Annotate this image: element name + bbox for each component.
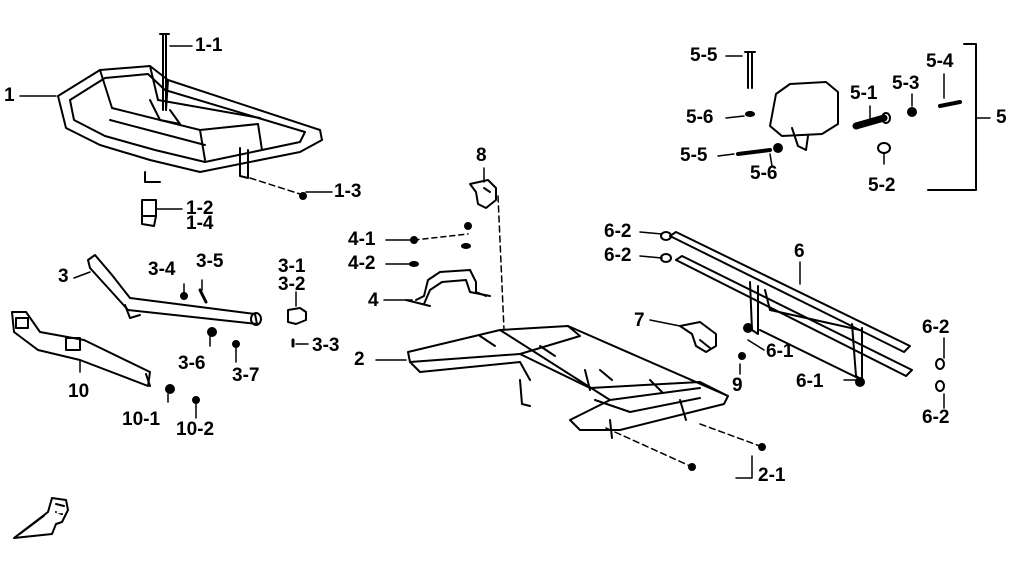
callout-5-5-top: 5-5 — [690, 45, 718, 66]
callout-3-6: 3-6 — [178, 353, 206, 374]
bolt-10-2 — [192, 396, 200, 404]
callout-10-2: 10-2 — [176, 419, 215, 440]
callout-5: 5 — [996, 107, 1007, 128]
callout-1-4: 1-4 — [186, 213, 214, 234]
pin-5-1 — [852, 112, 891, 130]
clamp-7 — [679, 321, 717, 353]
callout-3-5: 3-5 — [196, 251, 224, 272]
callout-6-2-c: 6-2 — [922, 317, 950, 338]
callout-1-3: 1-3 — [334, 181, 362, 202]
callout-3-7: 3-7 — [232, 365, 260, 386]
callout-6-2-d: 6-2 — [922, 407, 950, 428]
callout-10: 10 — [68, 381, 90, 402]
callout-3-4: 3-4 — [148, 259, 176, 280]
callout-5-1: 5-1 — [850, 83, 878, 104]
nut-3-6 — [207, 327, 217, 337]
callout-2-1: 2-1 — [758, 465, 786, 486]
bolt-9 — [738, 352, 746, 360]
leader-lines — [19, 45, 991, 479]
bolt-5-5-top — [744, 51, 756, 89]
callout-6-2-a: 6-2 — [604, 221, 632, 242]
callout-2: 2 — [354, 349, 365, 370]
clamp-8 — [469, 179, 505, 331]
callout-6-1-top: 6-1 — [766, 341, 794, 362]
front-rack — [57, 65, 323, 183]
washer-5-6-top — [745, 111, 755, 117]
callout-7: 7 — [634, 310, 645, 331]
callout-3-2: 3-2 — [278, 274, 306, 295]
washer-4-2 — [409, 243, 471, 267]
side-bracket-10 — [11, 311, 151, 387]
screw-3-5 — [198, 288, 208, 304]
callout-6-1-bottom: 6-1 — [796, 371, 824, 392]
callout-1-1: 1-1 — [195, 35, 223, 56]
backrest-5 — [769, 81, 839, 151]
cap-3-1 — [287, 307, 307, 325]
callout-5-3: 5-3 — [892, 73, 920, 94]
callout-5-6-bottom: 5-6 — [750, 163, 778, 184]
callout-4-2: 4-2 — [348, 253, 376, 274]
front-direction-arrow-icon — [13, 497, 69, 539]
nut-10-1 — [165, 384, 175, 394]
callout-3-1: 3-1 — [278, 256, 306, 277]
bolt-1-3 — [249, 177, 307, 200]
callout-6-2-b: 6-2 — [604, 245, 632, 266]
callout-5-5-bottom: 5-5 — [680, 145, 708, 166]
handle-bar-3 — [87, 254, 262, 326]
washer-5-3 — [907, 107, 917, 117]
callout-10-1: 10-1 — [122, 409, 161, 430]
bushing-5-2 — [877, 142, 891, 154]
callout-5-2: 5-2 — [868, 175, 896, 196]
bolt-1-1 — [159, 33, 170, 111]
rear-rack-2 — [407, 325, 729, 439]
callout-4: 4 — [368, 290, 379, 311]
side-rails-6 — [669, 231, 913, 381]
callout-5-4: 5-4 — [926, 51, 954, 72]
bolt-4-1 — [410, 222, 472, 244]
bolt-2-1 — [605, 423, 766, 471]
callout-8: 8 — [476, 145, 487, 166]
bracket-1-2 — [141, 199, 157, 227]
pin-5-4 — [938, 100, 962, 108]
front-marker-letter: F — [56, 507, 63, 519]
callout-1: 1 — [4, 85, 15, 106]
callout-1-2: 1-2 — [186, 198, 214, 219]
callout-3-3: 3-3 — [312, 335, 340, 356]
callout-9: 9 — [732, 375, 743, 396]
callout-4-1: 4-1 — [348, 229, 376, 250]
washer-3-4 — [180, 292, 188, 300]
caps-6-2 — [660, 231, 945, 392]
bracket-5 — [927, 43, 977, 191]
callout-5-6-top: 5-6 — [686, 107, 714, 128]
bolt-5-5-bottom — [736, 148, 772, 156]
callout-3: 3 — [58, 266, 69, 287]
washer-5-6-bottom — [773, 143, 783, 153]
bolt-3-7 — [232, 340, 240, 348]
handle-4 — [405, 269, 491, 307]
callout-6: 6 — [794, 241, 805, 262]
